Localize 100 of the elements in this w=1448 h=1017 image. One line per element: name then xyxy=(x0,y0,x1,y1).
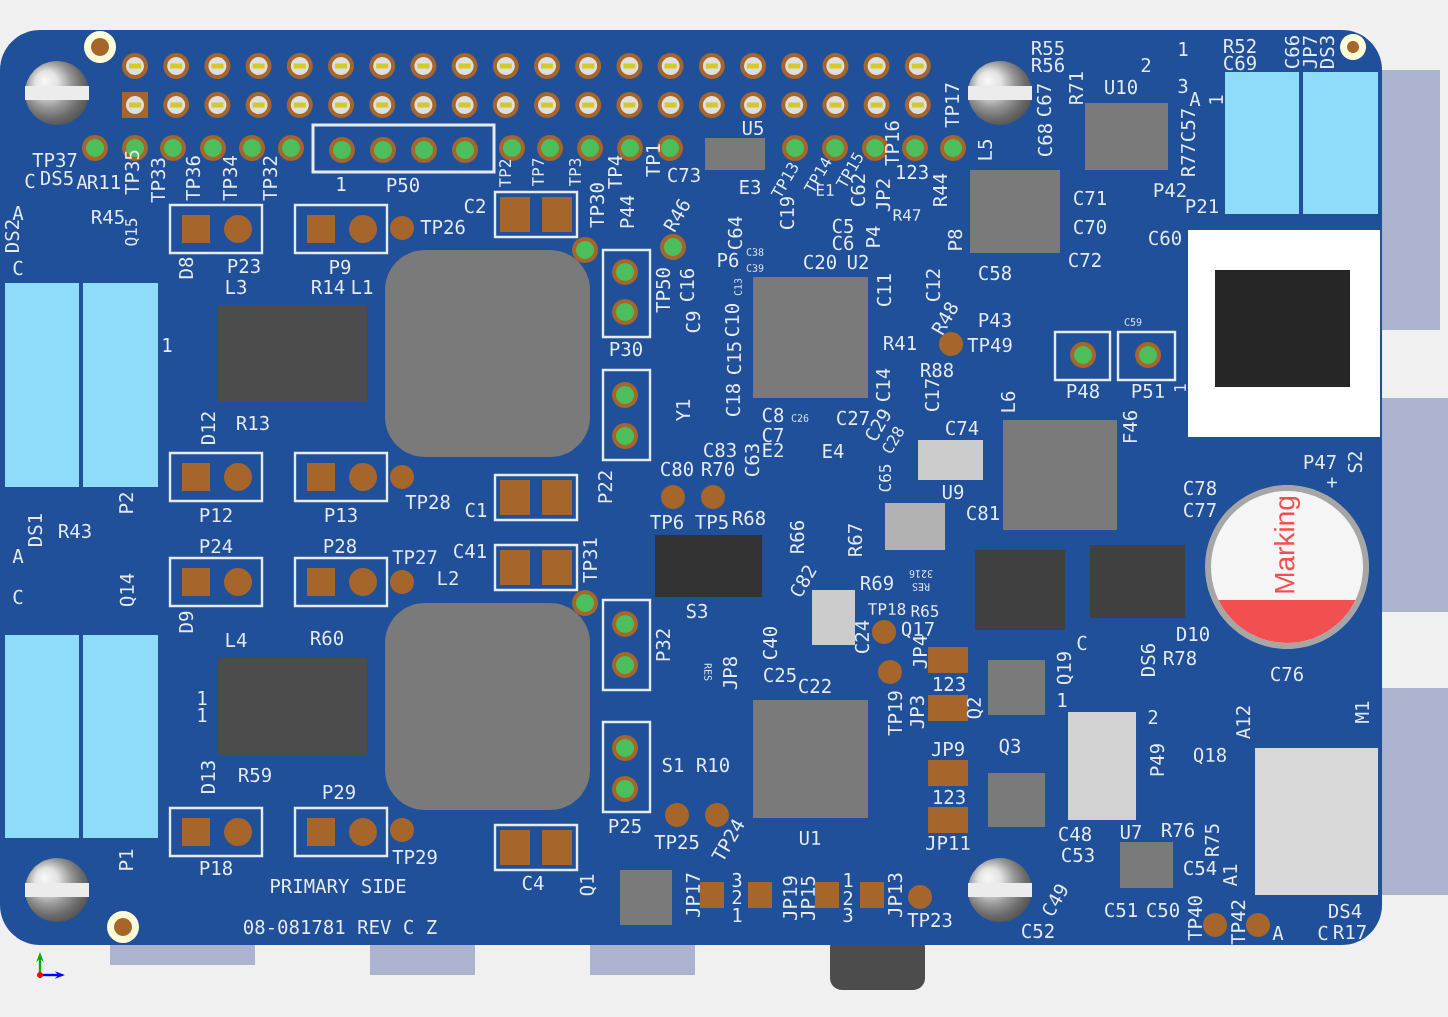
silkscreen-label: P25 xyxy=(609,818,641,834)
silkscreen-label: L6 xyxy=(1000,391,1016,412)
silkscreen-label: TP30 xyxy=(589,183,605,228)
silkscreen-label: C38 xyxy=(746,248,764,256)
silkscreen-label: C57 xyxy=(1180,109,1196,141)
silkscreen-label: C24 xyxy=(854,620,870,653)
silkscreen-label: TP4 xyxy=(608,155,622,189)
silkscreen-label: R11 xyxy=(88,175,120,189)
silkscreen-label: C48 xyxy=(1059,826,1091,842)
silkscreen-label: C69 xyxy=(1224,55,1256,71)
silkscreen-label: 123 xyxy=(897,164,928,180)
silkscreen-label: A xyxy=(12,549,24,563)
silkscreen-label: Q18 xyxy=(1193,747,1226,765)
silkscreen-label: C54 xyxy=(1184,860,1217,876)
silkscreen-label: R70 xyxy=(702,461,734,477)
silkscreen-label: D12 xyxy=(200,412,216,444)
silkscreen-label: C70 xyxy=(1074,219,1106,235)
silkscreen-label: R77 xyxy=(1181,144,1195,176)
silkscreen-label: 2 xyxy=(1148,709,1158,725)
silkscreen-label: C41 xyxy=(454,543,486,559)
silkscreen-label: C7 xyxy=(762,427,783,443)
silkscreen-label: P48 xyxy=(1067,383,1099,399)
silkscreen-label: S2 xyxy=(1347,452,1363,473)
silkscreen-label: R67 xyxy=(847,524,863,556)
silkscreen-label: C4 xyxy=(522,875,544,891)
silkscreen-label: TP33 xyxy=(150,158,166,203)
silkscreen-label: A xyxy=(1189,92,1201,106)
silkscreen-label: DS6 xyxy=(1140,644,1156,676)
silkscreen-label: L3 xyxy=(226,279,246,295)
silkscreen-label: P1 xyxy=(119,849,133,870)
silkscreen-label: PRIMARY SIDE xyxy=(271,878,406,894)
silkscreen-label: A1 xyxy=(1223,864,1237,887)
silkscreen-label: TP16 xyxy=(884,121,900,166)
silkscreen-label: TP36 xyxy=(185,156,201,201)
silkscreen-label: JP8 xyxy=(722,657,738,690)
silkscreen-label: TP32 xyxy=(262,156,278,201)
silkscreen-label: C16 xyxy=(679,269,695,301)
silkscreen-label: R65 xyxy=(911,604,939,618)
silkscreen-label: 1 xyxy=(733,908,742,922)
silkscreen-label: D10 xyxy=(1177,626,1209,642)
silkscreen-label: C81 xyxy=(967,505,999,521)
silkscreen-label: TP23 xyxy=(907,912,952,928)
silkscreen-label: TP49 xyxy=(967,337,1012,353)
silkscreen-label: P44 xyxy=(620,195,634,228)
silkscreen-label: C72 xyxy=(1069,252,1101,268)
silkscreen-label: E3 xyxy=(740,179,760,195)
silkscreen-label: R59 xyxy=(239,767,271,783)
silkscreen-label: P21 xyxy=(1186,198,1218,214)
silkscreen-label: A xyxy=(12,206,24,220)
silkscreen-label: Q1 xyxy=(579,874,597,896)
silkscreen-label: TP40 xyxy=(1187,896,1203,941)
silkscreen-label: JP9 xyxy=(931,741,964,757)
silkscreen-label: F46 xyxy=(1122,411,1138,442)
silkscreen-label: JP7 xyxy=(1302,36,1318,69)
silkscreen-label: P8 xyxy=(947,229,963,250)
silkscreen-label: R52 xyxy=(1224,38,1256,54)
silkscreen-label: C9 xyxy=(685,311,701,333)
silkscreen-label: JP13 xyxy=(887,873,903,917)
silkscreen-label: R88 xyxy=(921,362,953,378)
silkscreen-label: C66 xyxy=(1284,36,1300,68)
silkscreen-label: 2 xyxy=(1141,57,1151,73)
silkscreen-label: Y1 xyxy=(676,399,690,422)
silkscreen-label: C xyxy=(13,260,23,276)
silkscreen-label: C5 xyxy=(832,218,853,234)
silkscreen-label: RES xyxy=(912,583,930,591)
silkscreen-label: P42 xyxy=(1154,182,1186,198)
silkscreen-label: DS5 xyxy=(41,170,73,186)
silkscreen-label: P51 xyxy=(1132,383,1164,399)
silkscreen-label: R71 xyxy=(1069,72,1083,104)
silkscreen-label: R14 xyxy=(312,280,345,294)
silkscreen-label: TP35 xyxy=(124,150,140,195)
silkscreen-label: E2 xyxy=(763,442,783,458)
silkscreen-label: C80 xyxy=(661,461,693,477)
silkscreen-label: DS3 xyxy=(1319,36,1335,68)
silkscreen-label: P43 xyxy=(979,312,1011,328)
silkscreen-label: 1 xyxy=(198,708,207,722)
silkscreen-label: R44 xyxy=(933,173,947,206)
silkscreen-label: C68 xyxy=(1037,124,1053,156)
silkscreen-label: A12 xyxy=(1235,706,1251,739)
silkscreen-label: P47 xyxy=(1304,455,1336,469)
silkscreen-label: R13 xyxy=(237,415,269,431)
silkscreen-label: C19 xyxy=(779,197,795,229)
silkscreen-label: C25 xyxy=(764,667,796,683)
silkscreen-label: JP17 xyxy=(685,873,701,917)
silkscreen-label: 1 xyxy=(337,177,346,191)
silkscreen-label: C17 xyxy=(924,379,940,411)
silkscreen-label: R76 xyxy=(1162,822,1194,838)
silkscreen-label: P30 xyxy=(610,341,642,357)
silkscreen-label: R43 xyxy=(59,523,91,539)
silkscreen-label: JP19 xyxy=(782,876,798,920)
silkscreen-label: 1 xyxy=(1174,384,1186,391)
silkscreen-label: Q19 xyxy=(1056,652,1074,685)
silkscreen-label: R56 xyxy=(1032,57,1064,73)
silkscreen-label: 2 xyxy=(732,889,742,905)
silkscreen-label: C73 xyxy=(668,167,700,183)
silkscreen-label: TP34 xyxy=(222,156,238,201)
silkscreen-label: C12 xyxy=(925,269,941,301)
silkscreen-label: C65 xyxy=(878,464,892,492)
silkscreen-label: U5 xyxy=(742,120,763,136)
silkscreen-label: P9 xyxy=(330,259,351,275)
